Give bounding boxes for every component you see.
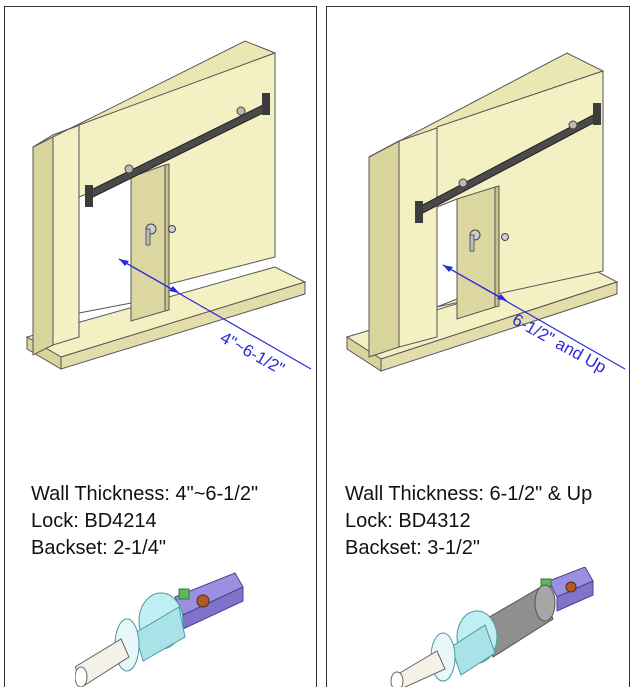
lock-illustration	[390, 567, 594, 687]
dimension-arrow	[118, 258, 180, 294]
lock-spindle-end	[534, 584, 556, 622]
lock-cam-icon	[565, 581, 577, 593]
roller-icon	[568, 120, 578, 130]
track-end-right	[262, 93, 270, 115]
door-pull-icon	[168, 225, 176, 233]
dimension-label: 6-1/2" and Up	[509, 310, 609, 377]
dimension-arrowhead	[443, 265, 453, 272]
roller-icon	[458, 178, 468, 188]
wall-left-face	[52, 124, 80, 346]
door-panel	[456, 186, 496, 320]
panel-right: 6-1/2" and Up Wall Thickness: 6-1/2" & U…	[326, 6, 630, 687]
dimension-arrowhead	[119, 259, 129, 266]
floor-platform-front	[60, 281, 306, 370]
dimension-arrowhead	[169, 286, 179, 293]
lock-bracket-side	[556, 580, 594, 612]
lock-cam-icon	[196, 594, 210, 608]
track-end-left	[415, 201, 423, 223]
spec-block: Wall Thickness: 4"~6-1/2" Lock: BD4214 B…	[31, 481, 258, 562]
door-lever	[145, 228, 151, 246]
wall-left-side	[368, 140, 400, 358]
lock-body-cylinder	[134, 606, 186, 662]
lock-model-text: Lock: BD4214	[31, 510, 157, 532]
lock-latch	[178, 588, 190, 600]
wall-drawing-thin: 4"~6-1/2"	[25, 40, 312, 379]
track-end-left	[85, 185, 93, 207]
backset-text: Backset: 2-1/4"	[31, 537, 166, 559]
wall-thickness-text: Wall Thickness: 4"~6-1/2"	[31, 483, 259, 505]
roller-icon	[236, 106, 246, 116]
wall-left-side	[32, 134, 54, 356]
roller-icon	[124, 164, 134, 174]
spec-block: Wall Thickness: 6-1/2" & Up Lock: BD4312…	[345, 481, 592, 562]
wall-left-face	[398, 126, 438, 348]
floor-platform-front	[380, 281, 618, 372]
track-end-right	[593, 103, 601, 125]
lock-model-text: Lock: BD4312	[345, 510, 471, 532]
lock-illustration	[75, 572, 244, 687]
lock-knob-end	[390, 671, 404, 687]
door-pull-icon	[501, 233, 509, 241]
dimension-arrow	[442, 264, 508, 302]
door-panel-edge	[494, 185, 500, 308]
backset-text: Backset: 3-1/2"	[345, 537, 480, 559]
lock-body-cylinder	[450, 624, 496, 676]
wall-thickness-text: Wall Thickness: 6-1/2" & Up	[345, 483, 593, 505]
dimension-arrowhead	[497, 294, 507, 301]
wall-opening	[436, 198, 458, 308]
panel-left: 4"~6-1/2" Wall Thickness: 4"~6-1/2" Lock…	[4, 6, 317, 687]
wall-drawing-thick: 6-1/2" and Up	[345, 52, 626, 377]
door-panel-edge	[164, 163, 170, 312]
lock-knob-end	[75, 666, 88, 687]
door-lever	[469, 234, 475, 252]
